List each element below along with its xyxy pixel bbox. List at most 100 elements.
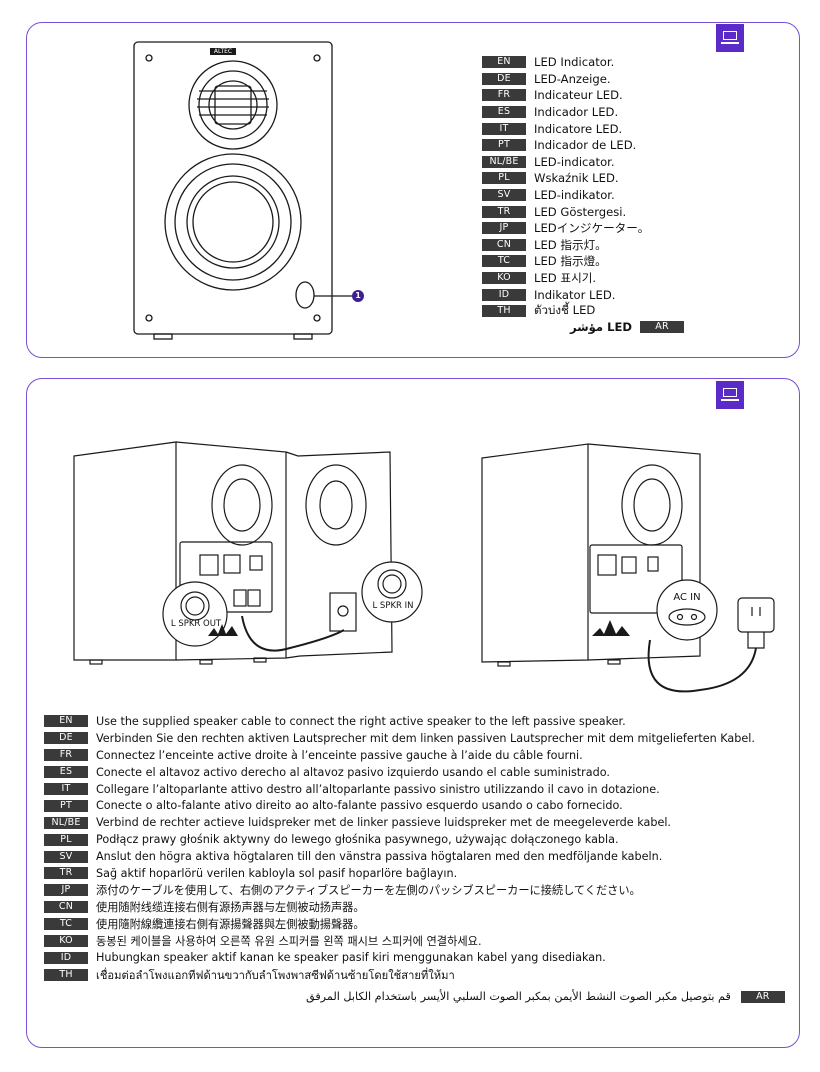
language-code-tag: DE (482, 72, 526, 85)
language-code-tag: AR (640, 321, 685, 333)
language-row: ES Conecte el altavoz activo derecho al a… (44, 764, 755, 781)
language-text: Conecte el altavoz activo derecho al alt… (96, 765, 610, 779)
language-row: NL/BE Verbind de rechter actieve luidspre… (44, 814, 755, 831)
language-text: Indikator LED. (534, 287, 616, 302)
arabic-instruction-row: قم بتوصيل مكبر الصوت النشط الأيمن بمكبر … (306, 990, 785, 1003)
language-row: ES Indicador LED. (482, 104, 649, 121)
language-row: TH ตัวบ่งชี้ LED (482, 303, 649, 320)
laptop-icon (716, 381, 744, 409)
language-code-tag: PL (44, 833, 88, 846)
language-text: Use the supplied speaker cable to connec… (96, 714, 626, 728)
language-row: TR LED Göstergesi. (482, 203, 649, 220)
callout-number-1: 1 (355, 291, 361, 300)
language-code-tag: EN (482, 56, 526, 69)
speaker-connection-panel (26, 378, 800, 1048)
language-code-tag: SV (44, 850, 88, 863)
language-code-tag: IT (482, 122, 526, 135)
language-code-tag: PT (482, 139, 526, 152)
language-code-tag: CN (44, 901, 88, 914)
language-code-tag: ID (44, 951, 88, 964)
language-code-tag: TH (44, 968, 88, 981)
language-text: Verbinden Sie den rechten aktiven Lautsp… (96, 731, 755, 745)
language-row: CN 使用随附线缆连接右侧有源扬声器与左侧被动扬声器。 (44, 899, 755, 916)
language-text: LED-indikator. (534, 188, 615, 203)
language-text: LED Indicator. (534, 55, 615, 70)
speaker-connection-illustration (73, 441, 775, 693)
language-text: LEDインジケーター。 (534, 221, 650, 236)
language-code-tag: ID (482, 288, 526, 301)
language-text: 添付のケーブルを使用して、右側のアクティブスピーカーを左側のパッシブスピーカーに… (96, 884, 641, 898)
led-indicator-language-list: EN LED Indicator. DE LED-Anzeige. FR Indicate… (482, 54, 649, 320)
language-row: FR Indicateur LED. (482, 87, 649, 104)
language-text: Indicador LED. (534, 105, 619, 120)
led-indicator-panel (26, 22, 800, 358)
language-code-tag: FR (44, 749, 88, 762)
language-row: KO 동봉된 케이블을 사용하여 오른쪽 유원 스피커를 왼쪽 패시브 스피커에 … (44, 933, 755, 950)
language-code-tag: KO (482, 272, 526, 285)
language-code-tag: FR (482, 89, 526, 102)
language-code-tag: TC (482, 255, 526, 268)
arabic-instruction-text: قم بتوصيل مكبر الصوت النشط الأيمن بمكبر … (306, 990, 731, 1003)
l-spkr-in-label: L SPKR IN (372, 601, 414, 611)
language-text: LED-Anzeige. (534, 71, 611, 86)
language-code-tag: EN (44, 715, 88, 728)
language-code-tag: TR (482, 205, 526, 218)
language-row: TC LED 指示燈。 (482, 253, 649, 270)
brand-badge-label: ALTEC (213, 48, 233, 55)
language-text: Indicateur LED. (534, 88, 623, 103)
ac-in-label: AC IN (673, 592, 701, 603)
language-text: 동봉된 케이블을 사용하여 오른쪽 유원 스피커를 왼쪽 패시브 스피커에 연결… (96, 935, 482, 949)
language-row: DE LED-Anzeige. (482, 71, 649, 88)
language-text: LED 표시기. (534, 271, 597, 286)
language-text: Indicatore LED. (534, 121, 623, 136)
language-row: JP 添付のケーブルを使用して、右側のアクティブスピーカーを左側のパッシブスピーカ… (44, 882, 755, 899)
language-code-tag: CN (482, 238, 526, 251)
language-text: Indicador de LED. (534, 138, 637, 153)
language-code-tag: PL (482, 172, 526, 185)
speaker-connection-language-list: EN Use the supplied speaker cable to conn… (44, 713, 755, 983)
language-row: EN LED Indicator. (482, 54, 649, 71)
language-text: LED 指示灯。 (534, 237, 607, 252)
language-code-tag: ES (482, 106, 526, 119)
language-text: Connectez l’enceinte active droite à l’e… (96, 748, 583, 762)
language-text: Collegare l’altoparlante attivo destro a… (96, 782, 660, 796)
language-code-tag: ES (44, 766, 88, 779)
language-code-tag: KO (44, 935, 88, 948)
language-code-tag: TH (482, 305, 526, 318)
l-spkr-out-label: L SPKR OUT (170, 619, 222, 629)
language-text: Anslut den högra aktiva högtalaren till … (96, 850, 663, 864)
language-row: PT Indicador de LED. (482, 137, 649, 154)
language-text: เชื่อมต่อลำโพงแอกทีฟด้านขวากับลำโพงพาสซี… (96, 968, 455, 982)
language-row: SV LED-indikator. (482, 187, 649, 204)
language-code-tag: JP (44, 884, 88, 897)
language-row: KO LED 표시기. (482, 270, 649, 287)
language-code-tag: AR (740, 990, 785, 1003)
language-code-tag: DE (44, 732, 88, 745)
laptop-icon (716, 24, 744, 52)
language-text: ตัวบ่งชี้ LED (534, 303, 596, 318)
language-code-tag: JP (482, 222, 526, 235)
language-code-tag: SV (482, 189, 526, 202)
language-row: JP LEDインジケーター。 (482, 220, 649, 237)
arabic-text: LED مؤشر (570, 320, 633, 334)
language-text: LED Göstergesi. (534, 204, 627, 219)
language-text: Verbind de rechter actieve luidspreker m… (96, 816, 671, 830)
language-text: Sağ aktif hoparlörü verilen kabloyla sol… (96, 866, 458, 880)
language-row: ID Indikator LED. (482, 286, 649, 303)
language-row: DE Verbinden Sie den rechten aktiven Laut… (44, 730, 755, 747)
language-text: 使用随附线缆连接右侧有源扬声器与左侧被动扬声器。 (96, 901, 365, 915)
language-row: SV Anslut den högra aktiva högtalaren til… (44, 848, 755, 865)
language-text: LED 指示燈。 (534, 254, 607, 269)
language-row: EN Use the supplied speaker cable to conn… (44, 713, 755, 730)
language-row: IT Indicatore LED. (482, 120, 649, 137)
arabic-row: LED مؤشر AR (570, 320, 685, 334)
speaker-front-illustration (133, 41, 364, 340)
language-code-tag: NL/BE (44, 816, 88, 829)
language-row: TH เชื่อมต่อลำโพงแอกทีฟด้านขวากับลำโพงพาส… (44, 966, 755, 983)
